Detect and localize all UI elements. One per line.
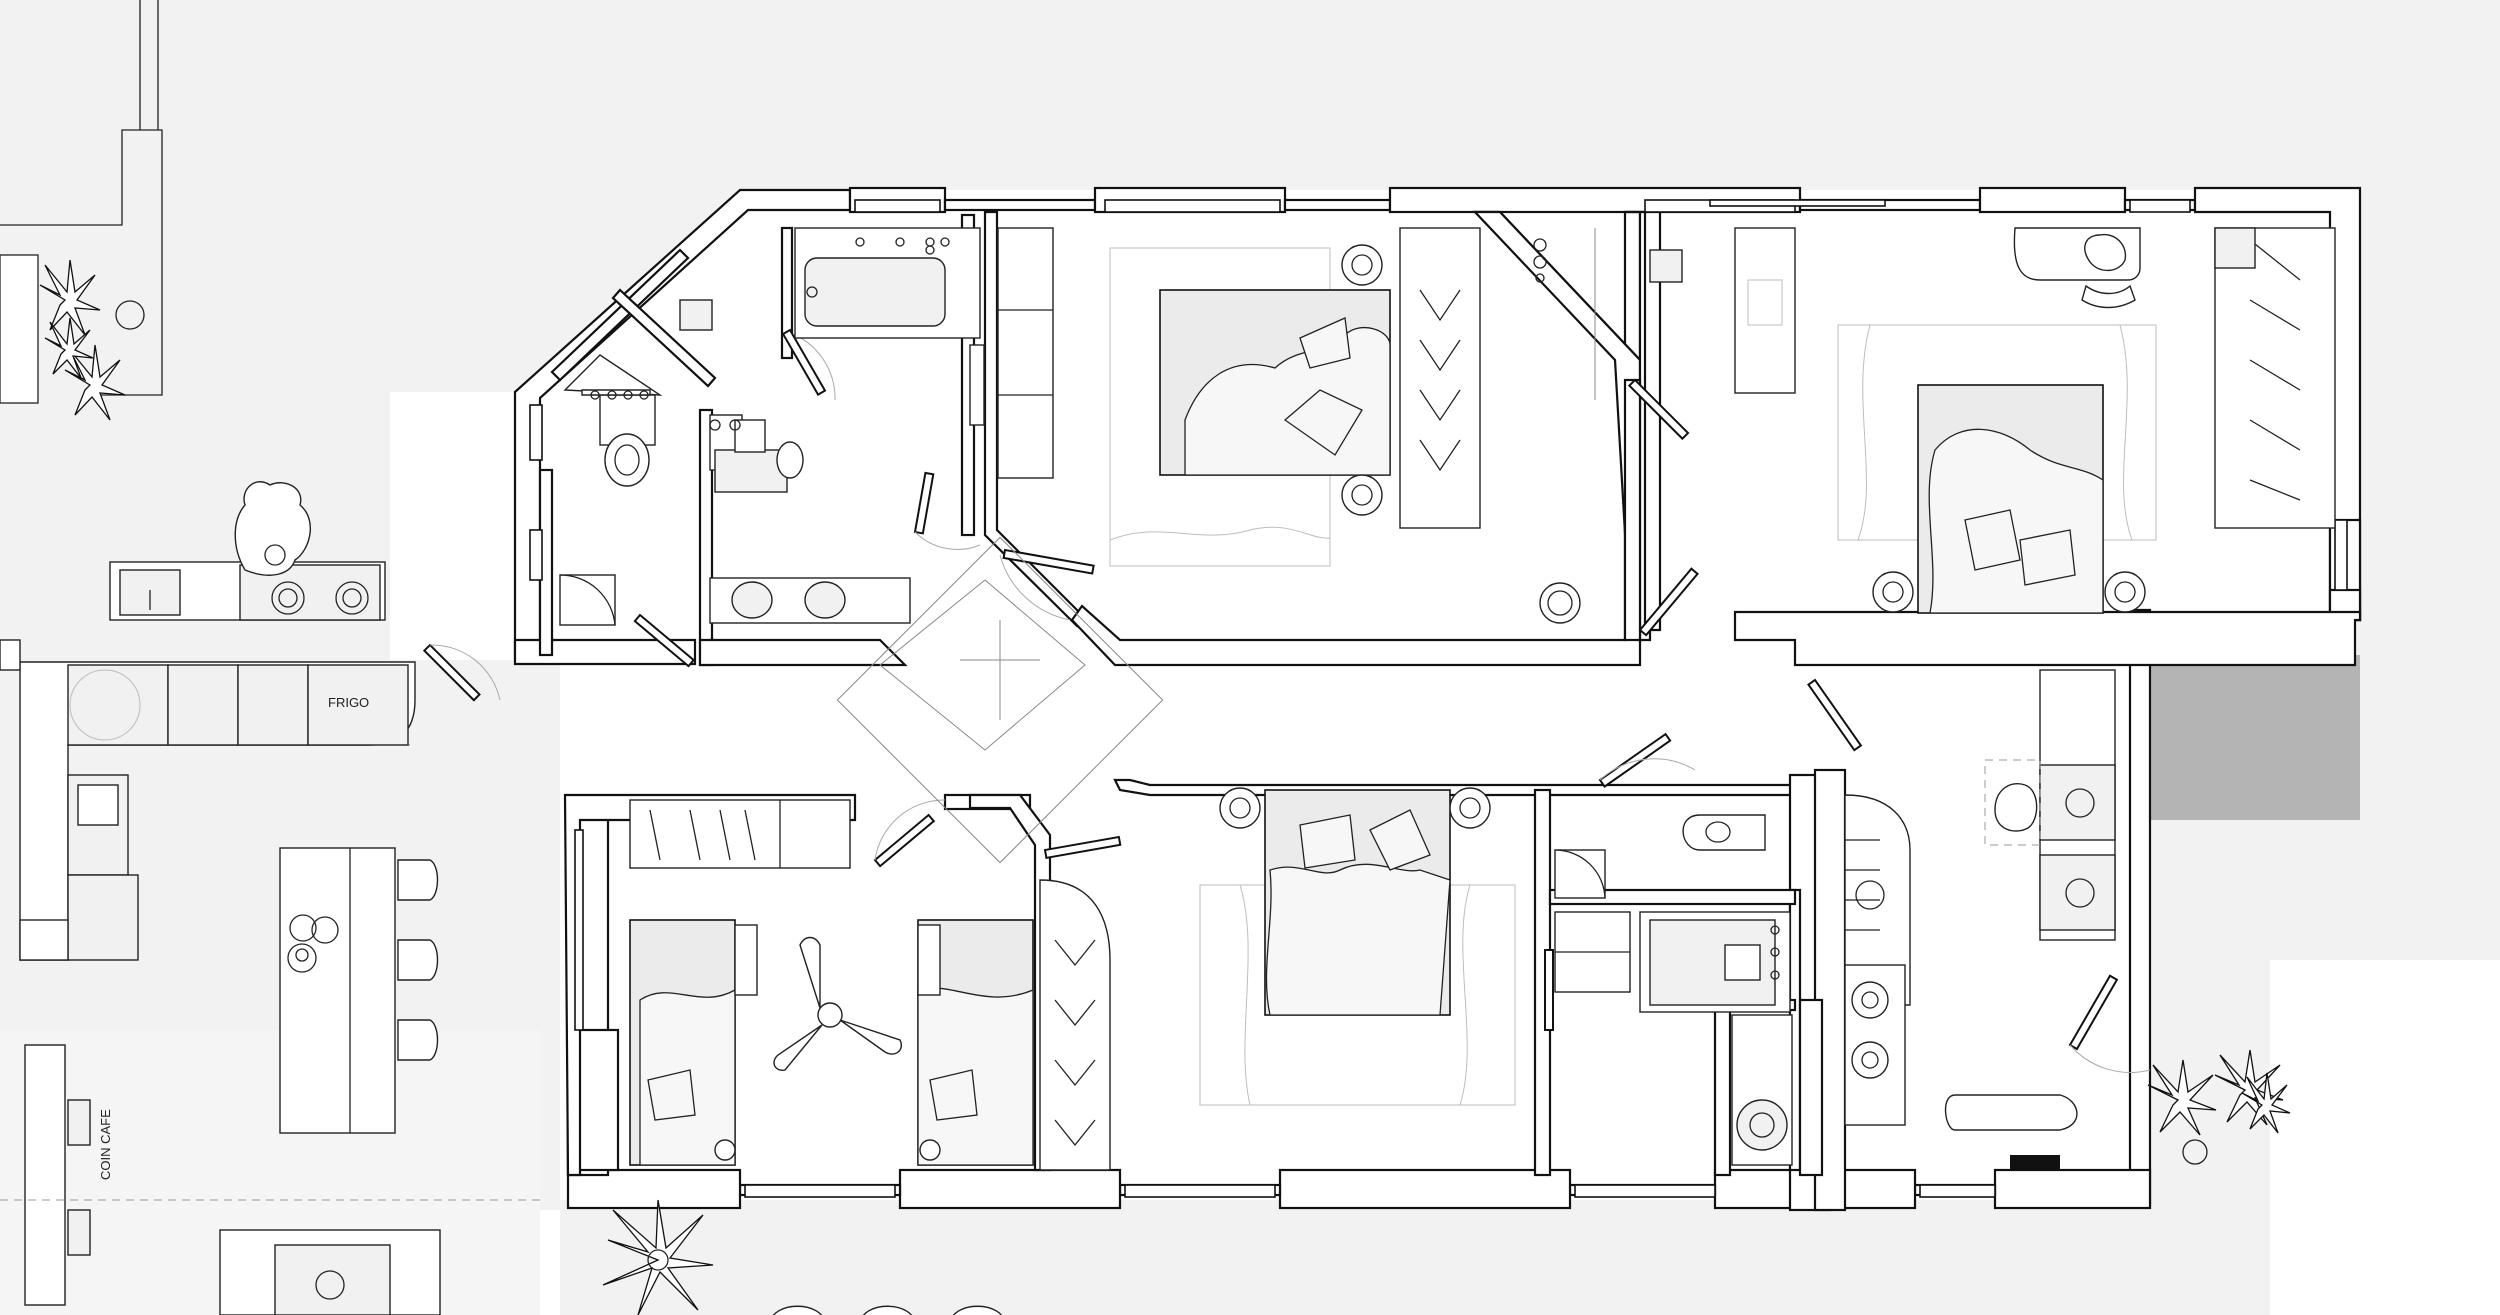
toilet-icon — [599, 394, 656, 446]
bathroom-1 — [709, 227, 1054, 624]
desk-chair-icon — [2084, 233, 2127, 272]
bathroom-3 — [1554, 814, 1793, 1166]
desk — [629, 799, 851, 869]
windows — [529, 199, 2348, 1198]
fridge — [307, 664, 409, 746]
cabinet — [714, 449, 788, 493]
bedroom-3 — [1039, 787, 1516, 1171]
wardrobe-icon — [1399, 227, 1481, 529]
entry-hall — [836, 536, 1164, 864]
ventilation-box — [679, 299, 713, 331]
lobby — [1844, 794, 2078, 1169]
fridge-label: FRIGO — [328, 695, 369, 710]
bathroom-2 — [1533, 227, 1796, 400]
bedroom-2 — [1837, 227, 2336, 614]
outdoor-chairs — [773, 1305, 1002, 1315]
wardrobe-icon — [2214, 227, 2336, 529]
person-laundry — [1994, 783, 2038, 832]
bench — [1944, 1094, 2078, 1131]
wardrobe-icon — [997, 227, 1054, 479]
vanity — [1734, 227, 1796, 394]
ventilation-box — [1649, 249, 1683, 283]
washing-machine-icon — [2039, 854, 2116, 931]
bar-stool-icon — [397, 859, 439, 1061]
plant-icon — [39, 259, 2291, 1315]
bedroom-1 — [1109, 227, 1581, 624]
coffee-corner-label: COIN CAFE — [98, 1109, 113, 1180]
coffee-corner-counter — [24, 1044, 66, 1306]
dishwasher-icon — [67, 874, 139, 961]
laundry — [1984, 669, 2116, 941]
toilet-icon — [1682, 814, 1766, 851]
shower-icon — [1554, 849, 1606, 899]
shaft — [2150, 655, 2360, 820]
bedroom-4 — [629, 799, 1034, 1166]
ceiling-fan-icon — [773, 936, 902, 1071]
kitchen-island — [279, 847, 396, 1134]
doors — [422, 328, 2151, 1073]
wc — [559, 299, 713, 626]
washing-machine-icon — [2039, 764, 2116, 841]
kitchen: FRIGO COIN CAFE — [0, 481, 540, 1315]
person-cooking — [234, 481, 311, 576]
